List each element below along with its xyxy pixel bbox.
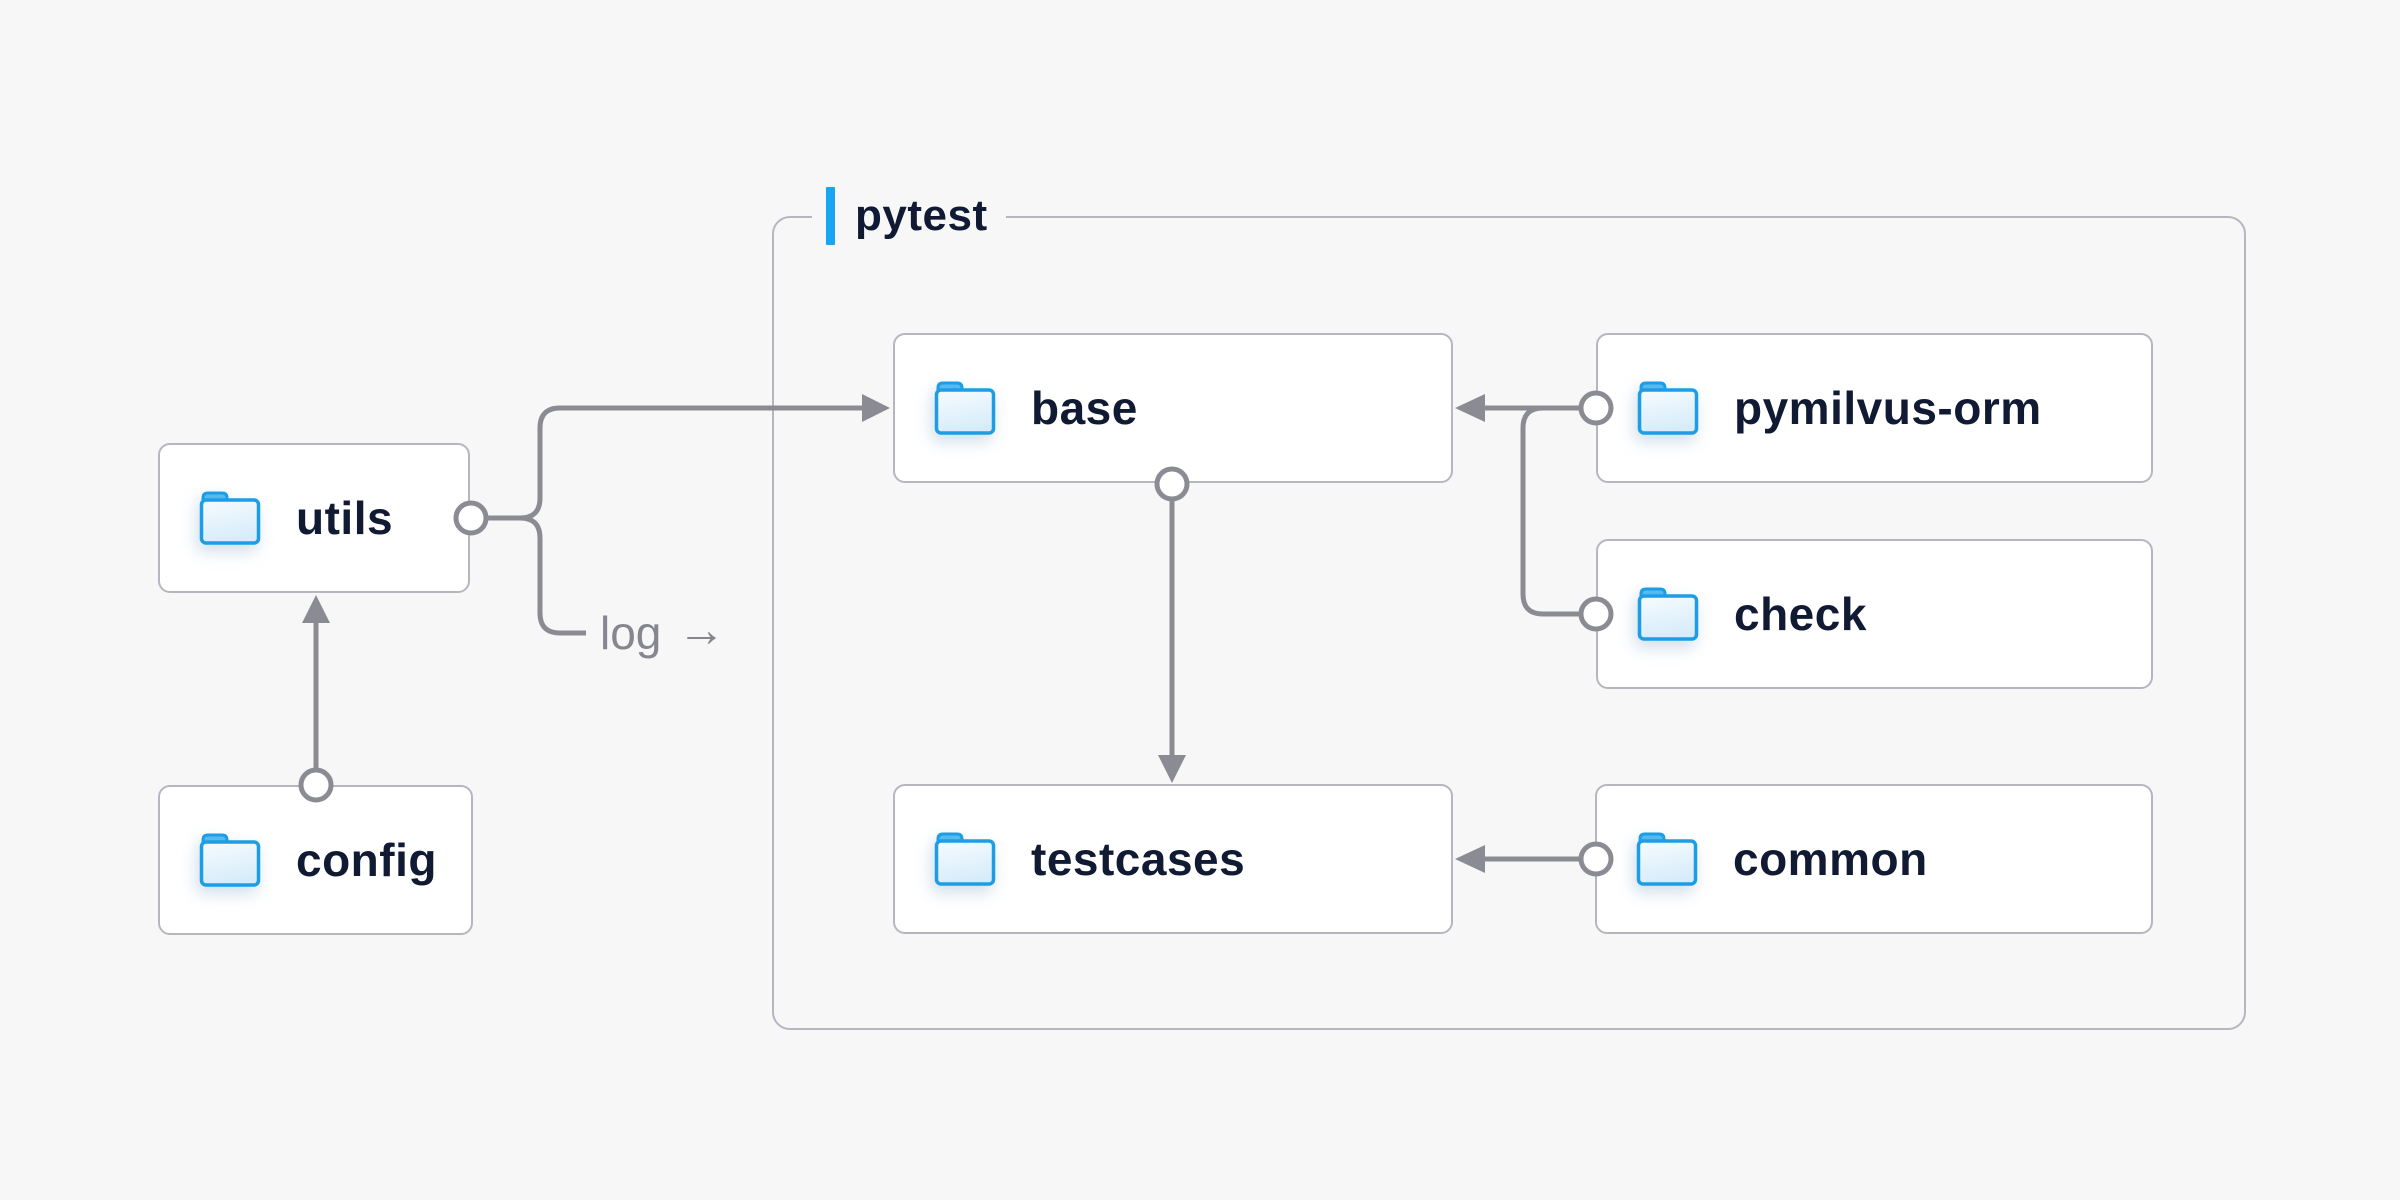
node-label: utils — [296, 492, 394, 544]
edge-utils-log — [453, 500, 586, 636]
folder-icon — [198, 831, 262, 889]
node-config: config — [158, 785, 473, 935]
arrowhead-up — [302, 595, 330, 623]
folder-icon — [1635, 830, 1699, 888]
arrow-right-icon: → — [677, 604, 726, 657]
node-label: testcases — [1031, 833, 1246, 885]
node-pymilvus-orm: pymilvus-orm — [1596, 333, 2153, 483]
folder-icon — [933, 379, 997, 437]
folder-icon — [1636, 379, 1700, 437]
node-utils: utils — [158, 443, 470, 593]
pytest-group-label: pytest — [812, 182, 1006, 250]
node-check: check — [1596, 539, 2153, 689]
node-label: check — [1734, 588, 1867, 640]
edge-label-text: log — [600, 607, 662, 659]
folder-icon — [198, 489, 262, 547]
folder-icon — [1636, 585, 1700, 643]
node-label: pymilvus-orm — [1734, 382, 2042, 434]
node-label: config — [296, 834, 437, 886]
edge-label-log: log → — [600, 601, 725, 665]
pytest-group-container — [772, 216, 2246, 1030]
node-testcases: testcases — [893, 784, 1453, 934]
edge-config-utils — [298, 595, 334, 803]
node-base: base — [893, 333, 1453, 483]
node-label: common — [1733, 833, 1928, 885]
accent-bar — [826, 187, 835, 245]
node-common: common — [1595, 784, 2153, 934]
group-title: pytest — [855, 191, 988, 240]
node-label: base — [1031, 382, 1138, 434]
folder-icon — [933, 830, 997, 888]
